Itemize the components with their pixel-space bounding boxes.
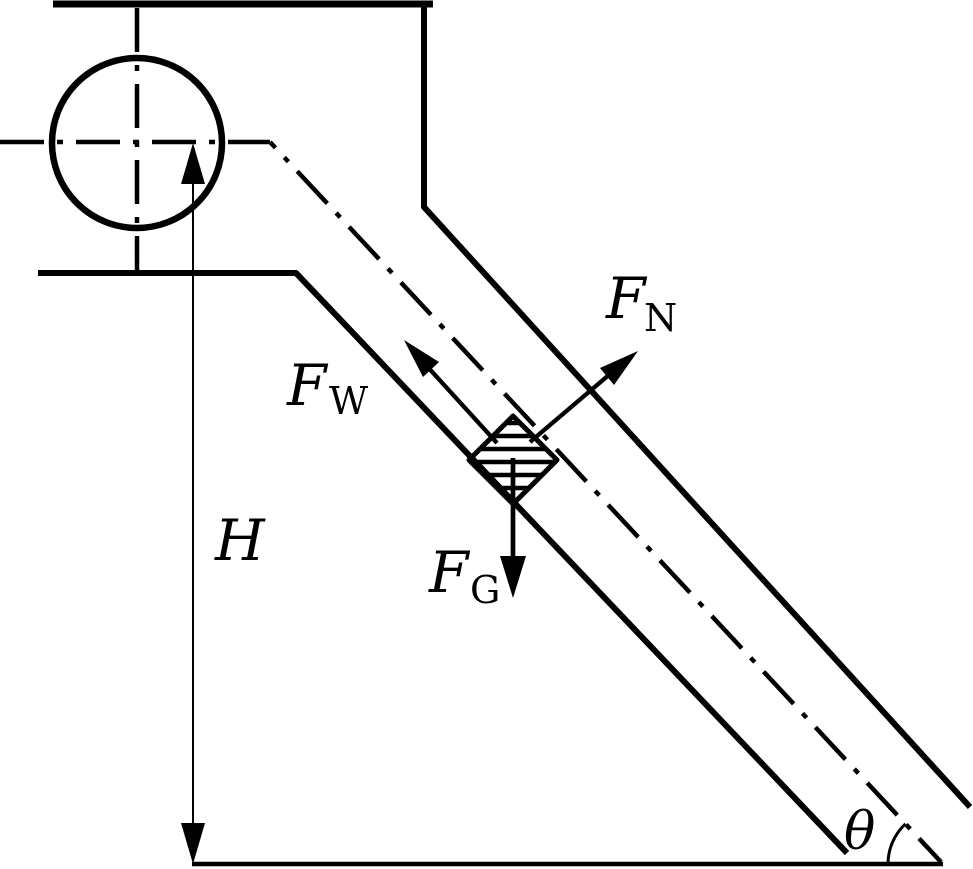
height-arrowhead-up-icon	[181, 143, 205, 184]
chute-lower-wall	[38, 270, 850, 856]
roller-circle	[48, 54, 226, 232]
fn-label: F	[605, 266, 648, 332]
fg-arrowhead-icon	[500, 556, 526, 598]
fn-label-subscript: N	[644, 296, 677, 340]
force-fn-arrow	[528, 351, 638, 444]
force-fw-arrow	[404, 340, 499, 445]
incline-centerline	[268, 140, 943, 864]
angle-label: θ	[844, 802, 875, 862]
fw-arrow-shaft	[423, 362, 499, 445]
angle-arc	[886, 822, 907, 865]
fg-label: F	[428, 540, 471, 606]
centerlines	[0, 8, 943, 864]
fn-arrow-shaft	[528, 372, 612, 444]
fn-arrowhead-icon	[600, 351, 638, 385]
fw-arrowhead-icon	[404, 340, 439, 377]
fw-label-subscript: W	[329, 379, 368, 423]
fg-label-subscript: G	[470, 568, 500, 612]
height-label: H	[214, 508, 266, 574]
height-dimension	[181, 143, 205, 864]
chute-outline	[38, 0, 973, 856]
height-arrowhead-down-icon	[181, 823, 205, 864]
force-fg-arrow	[500, 458, 526, 598]
chute-upper-wall	[421, 7, 973, 810]
fw-label: F	[286, 353, 329, 419]
